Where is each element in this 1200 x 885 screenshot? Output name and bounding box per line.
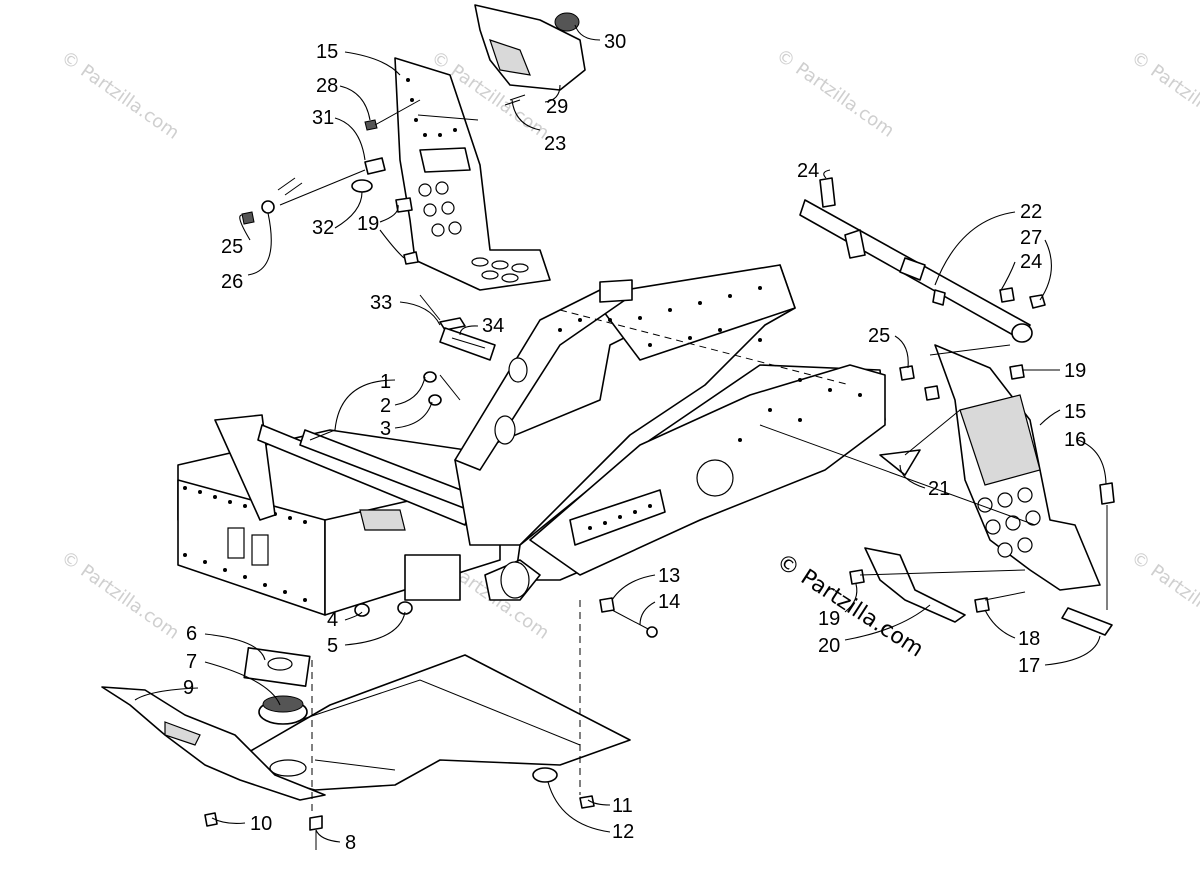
watermark-7: © Partzilla.com (1127, 547, 1200, 644)
callout-23: 23 (544, 133, 566, 155)
callout-22: 22 (1020, 201, 1042, 223)
callout-34: 34 (482, 315, 504, 337)
left-hardware (241, 94, 526, 617)
callout-1: 1 (380, 371, 391, 393)
callout-5: 5 (327, 635, 338, 657)
callout-32: 32 (312, 217, 334, 239)
callout-16: 16 (1064, 429, 1086, 451)
callout-14: 14 (658, 591, 680, 613)
callout-25-left: 25 (221, 236, 243, 258)
assembly-lines (279, 99, 1108, 610)
callout-28: 28 (316, 75, 338, 97)
callout-13: 13 (658, 565, 680, 587)
callout-17: 17 (1018, 655, 1040, 677)
right-footrest (599, 177, 1115, 638)
callout-12: 12 (612, 821, 634, 843)
watermark-3: © Partzilla.com (772, 45, 898, 142)
chassis-frame (177, 264, 886, 616)
callout-labels: 1 2 3 4 5 6 7 8 9 10 11 12 13 14 15 15 1… (183, 31, 1086, 854)
callout-11: 11 (612, 795, 633, 817)
callout-6: 6 (186, 623, 197, 645)
callout-19-left: 19 (357, 213, 379, 235)
callout-19-right: 19 (1064, 360, 1086, 382)
callout-18: 18 (1018, 628, 1040, 650)
callout-26: 26 (221, 271, 243, 293)
callout-24-top: 24 (797, 160, 819, 182)
callout-33: 33 (370, 292, 392, 314)
callout-7: 7 (186, 651, 197, 673)
callout-30: 30 (604, 31, 626, 53)
watermark-4: © Partzilla.com (1127, 47, 1200, 144)
callout-19-bottom: 19 (818, 608, 840, 630)
callout-15-left: 15 (316, 41, 338, 63)
callout-31: 31 (312, 107, 334, 129)
callout-8: 8 (345, 832, 356, 854)
callout-15-right: 15 (1064, 401, 1086, 423)
watermark-1: © Partzilla.com (57, 47, 183, 144)
callout-3: 3 (380, 418, 391, 440)
callout-29: 29 (546, 96, 568, 118)
callout-2: 2 (380, 395, 391, 417)
callout-21: 21 (928, 478, 950, 500)
callout-10: 10 (250, 813, 272, 835)
callout-25-right: 25 (868, 325, 890, 347)
bottom-parts (101, 600, 631, 850)
callout-27: 27 (1020, 227, 1042, 249)
callout-9: 9 (183, 677, 194, 699)
watermark-5: © Partzilla.com (57, 547, 183, 644)
leader-lines (134, 24, 1107, 843)
callout-24-right: 24 (1020, 251, 1042, 273)
callout-4: 4 (327, 609, 338, 631)
callout-20: 20 (818, 635, 840, 657)
